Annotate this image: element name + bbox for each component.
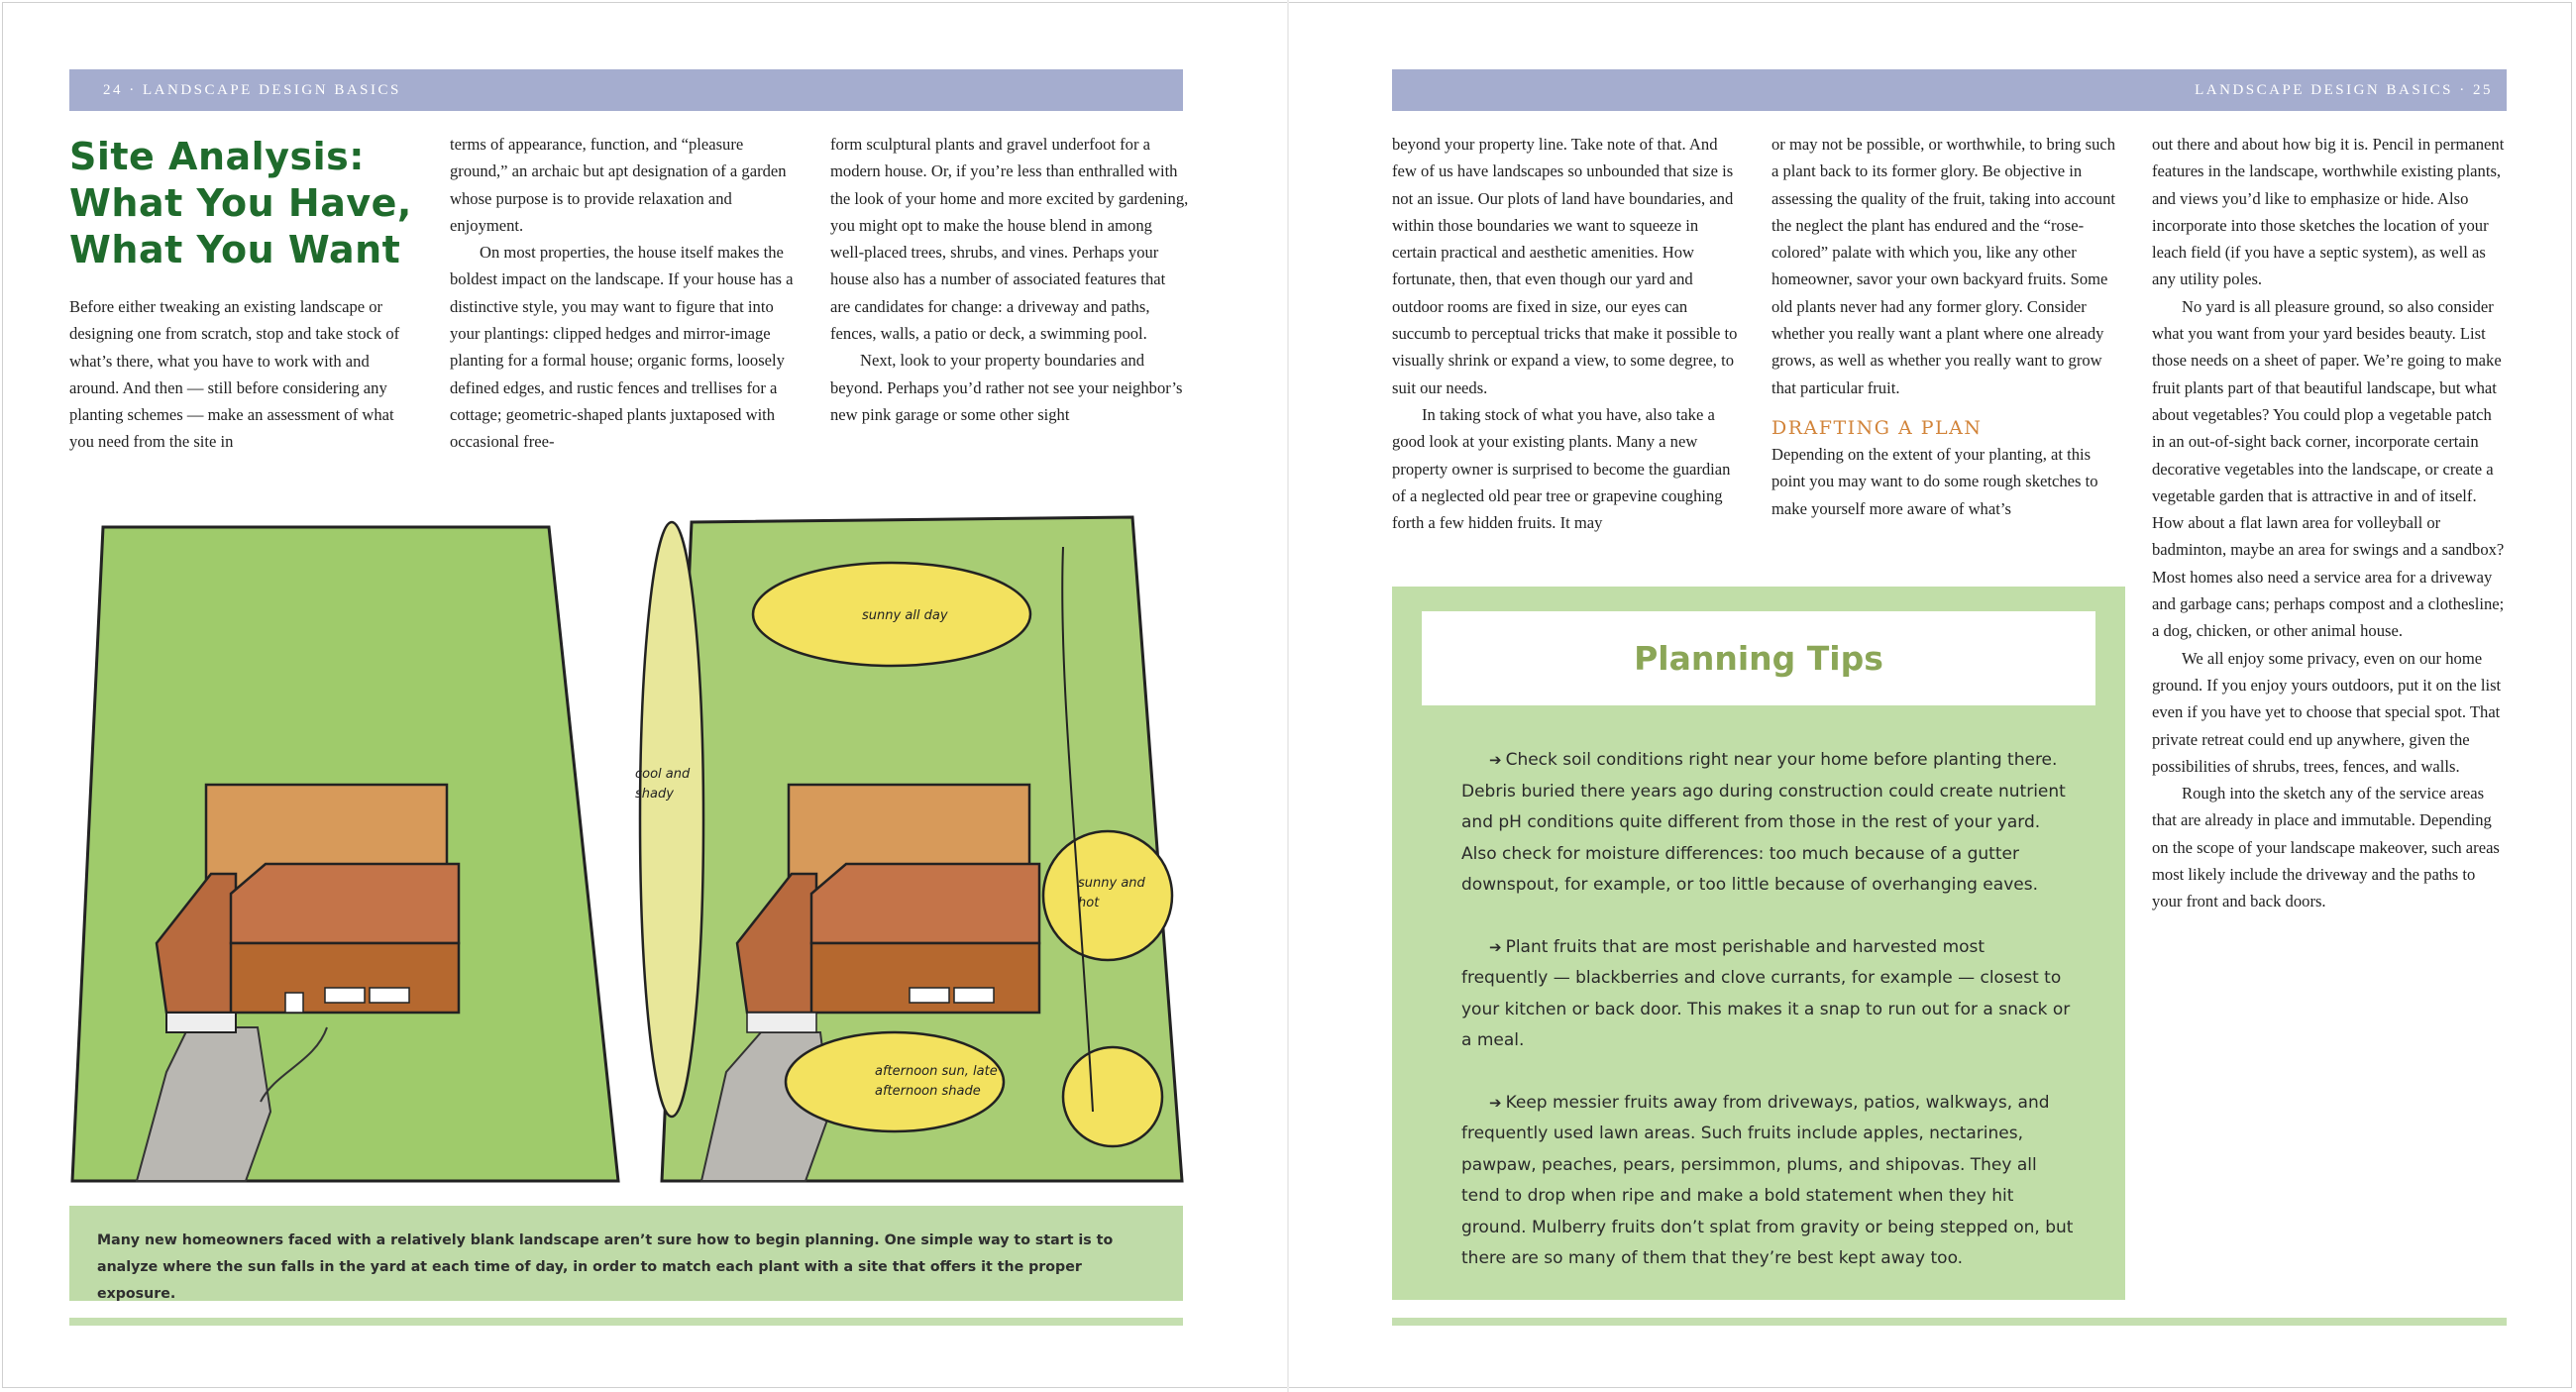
shade-zone (638, 520, 705, 1119)
left-path (260, 1026, 328, 1103)
body-paragraph: out there and about how big it is. Penci… (2152, 135, 2505, 289)
right-column-2: or may not be possible, or worthwhile, t… (1771, 131, 2124, 522)
body-paragraph: beyond your property line. Take note of … (1392, 135, 1738, 397)
body-paragraph: Next, look to your property boundaries a… (830, 351, 1183, 424)
tip-item: ➔Plant fruits that are most perishable a… (1461, 936, 2071, 1051)
arrow-icon: ➔ (1489, 751, 1502, 769)
label-afternoon: afternoon sun, late afternoon shade (875, 1064, 998, 1099)
body-paragraph: On most properties, the house itself mak… (450, 243, 794, 452)
arrow-icon: ➔ (1489, 1093, 1502, 1112)
title-line-2: What You Have, (69, 181, 412, 225)
yard-sun-illustration: sunny all day cool and shady sunny and h… (70, 515, 1184, 1183)
body-paragraph: Before either tweaking an existing lands… (69, 297, 400, 452)
label-sunny-all-day: sunny all day (862, 608, 948, 623)
right-column-1: beyond your property line. Take note of … (1392, 131, 1745, 536)
running-head-left: 24 · Landscape Design Basics (69, 69, 1183, 111)
body-paragraph: In taking stock of what you have, also t… (1392, 404, 1731, 533)
left-column-3: form sculptural plants and gravel underf… (830, 131, 1189, 428)
right-house (735, 783, 1041, 1033)
title-line-1: Site Analysis: (69, 135, 365, 178)
body-paragraph: form sculptural plants and gravel underf… (830, 135, 1189, 344)
tips-title-box: Planning Tips (1422, 611, 2095, 705)
tips-list: ➔Check soil conditions right near your h… (1461, 745, 2076, 1306)
body-paragraph: We all enjoy some privacy, even on our h… (2152, 648, 2502, 776)
tip-item: ➔Keep messier fruits away from driveways… (1461, 1092, 2074, 1269)
label-cool-shady: cool and shady (635, 767, 690, 802)
spine-gutter (1287, 0, 1289, 1392)
body-paragraph: Depending on the extent of your planting… (1771, 444, 2098, 518)
extra-sun-zone (1061, 1045, 1164, 1148)
bottom-rule-left (69, 1318, 1183, 1326)
left-column-2: terms of appearance, function, and “plea… (450, 131, 797, 456)
section-subhead: Drafting a Plan (1771, 416, 1983, 439)
page-title: Site Analysis: What You Have, What You W… (69, 134, 436, 273)
body-paragraph: terms of appearance, function, and “plea… (450, 135, 787, 235)
right-column-3: out there and about how big it is. Penci… (2152, 131, 2507, 915)
body-paragraph: No yard is all pleasure ground, so also … (2152, 296, 2505, 641)
bottom-rule-right (1392, 1318, 2507, 1326)
arrow-icon: ➔ (1489, 937, 1502, 956)
tip-item: ➔Check soil conditions right near your h… (1461, 750, 2066, 895)
left-house (155, 783, 461, 1033)
body-paragraph: or may not be possible, or worthwhile, t… (1771, 135, 2116, 397)
afternoon-zone (784, 1030, 1006, 1133)
body-paragraph: Rough into the sketch any of the service… (2152, 784, 2500, 911)
left-driveway (135, 1026, 272, 1182)
running-head-right: Landscape Design Basics · 25 (1392, 69, 2507, 111)
sunny-all-day-zone (751, 561, 1032, 668)
property-line (1061, 546, 1094, 1113)
tips-title: Planning Tips (1634, 639, 1883, 678)
illustration-caption: Many new homeowners faced with a relativ… (69, 1206, 1183, 1302)
title-line-3: What You Want (69, 228, 401, 271)
planning-tips-box: Planning Tips ➔Check soil conditions rig… (1392, 587, 2125, 1300)
left-column-1: Before either tweaking an existing lands… (69, 293, 416, 456)
label-sunny-hot: sunny and hot (1078, 876, 1145, 910)
